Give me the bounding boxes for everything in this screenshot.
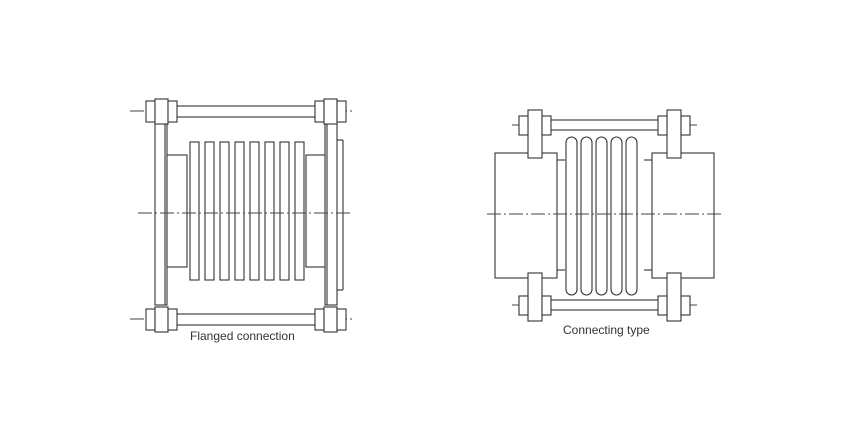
lug-left-bottom	[527, 272, 543, 322]
nuts-top-right	[518, 115, 691, 136]
nuts-bottom-right	[518, 295, 691, 316]
lug-right-top	[666, 109, 682, 159]
nuts-top	[145, 98, 347, 125]
pipe-left	[494, 152, 558, 279]
flanged-joint-drawing	[130, 98, 352, 333]
pipe-stub-left	[166, 154, 188, 268]
bellows-right	[565, 136, 638, 296]
bellows-left	[189, 141, 305, 281]
lug-right-bottom	[666, 272, 682, 322]
nuts-bottom	[145, 306, 347, 333]
caption-connecting-type: Connecting type	[563, 323, 650, 337]
pipe-right	[651, 152, 715, 279]
pipe-stub-right	[305, 154, 326, 268]
lug-left-top	[527, 109, 543, 159]
connecting-joint-drawing	[487, 109, 722, 322]
caption-flanged-connection: Flanged connection	[190, 329, 295, 343]
